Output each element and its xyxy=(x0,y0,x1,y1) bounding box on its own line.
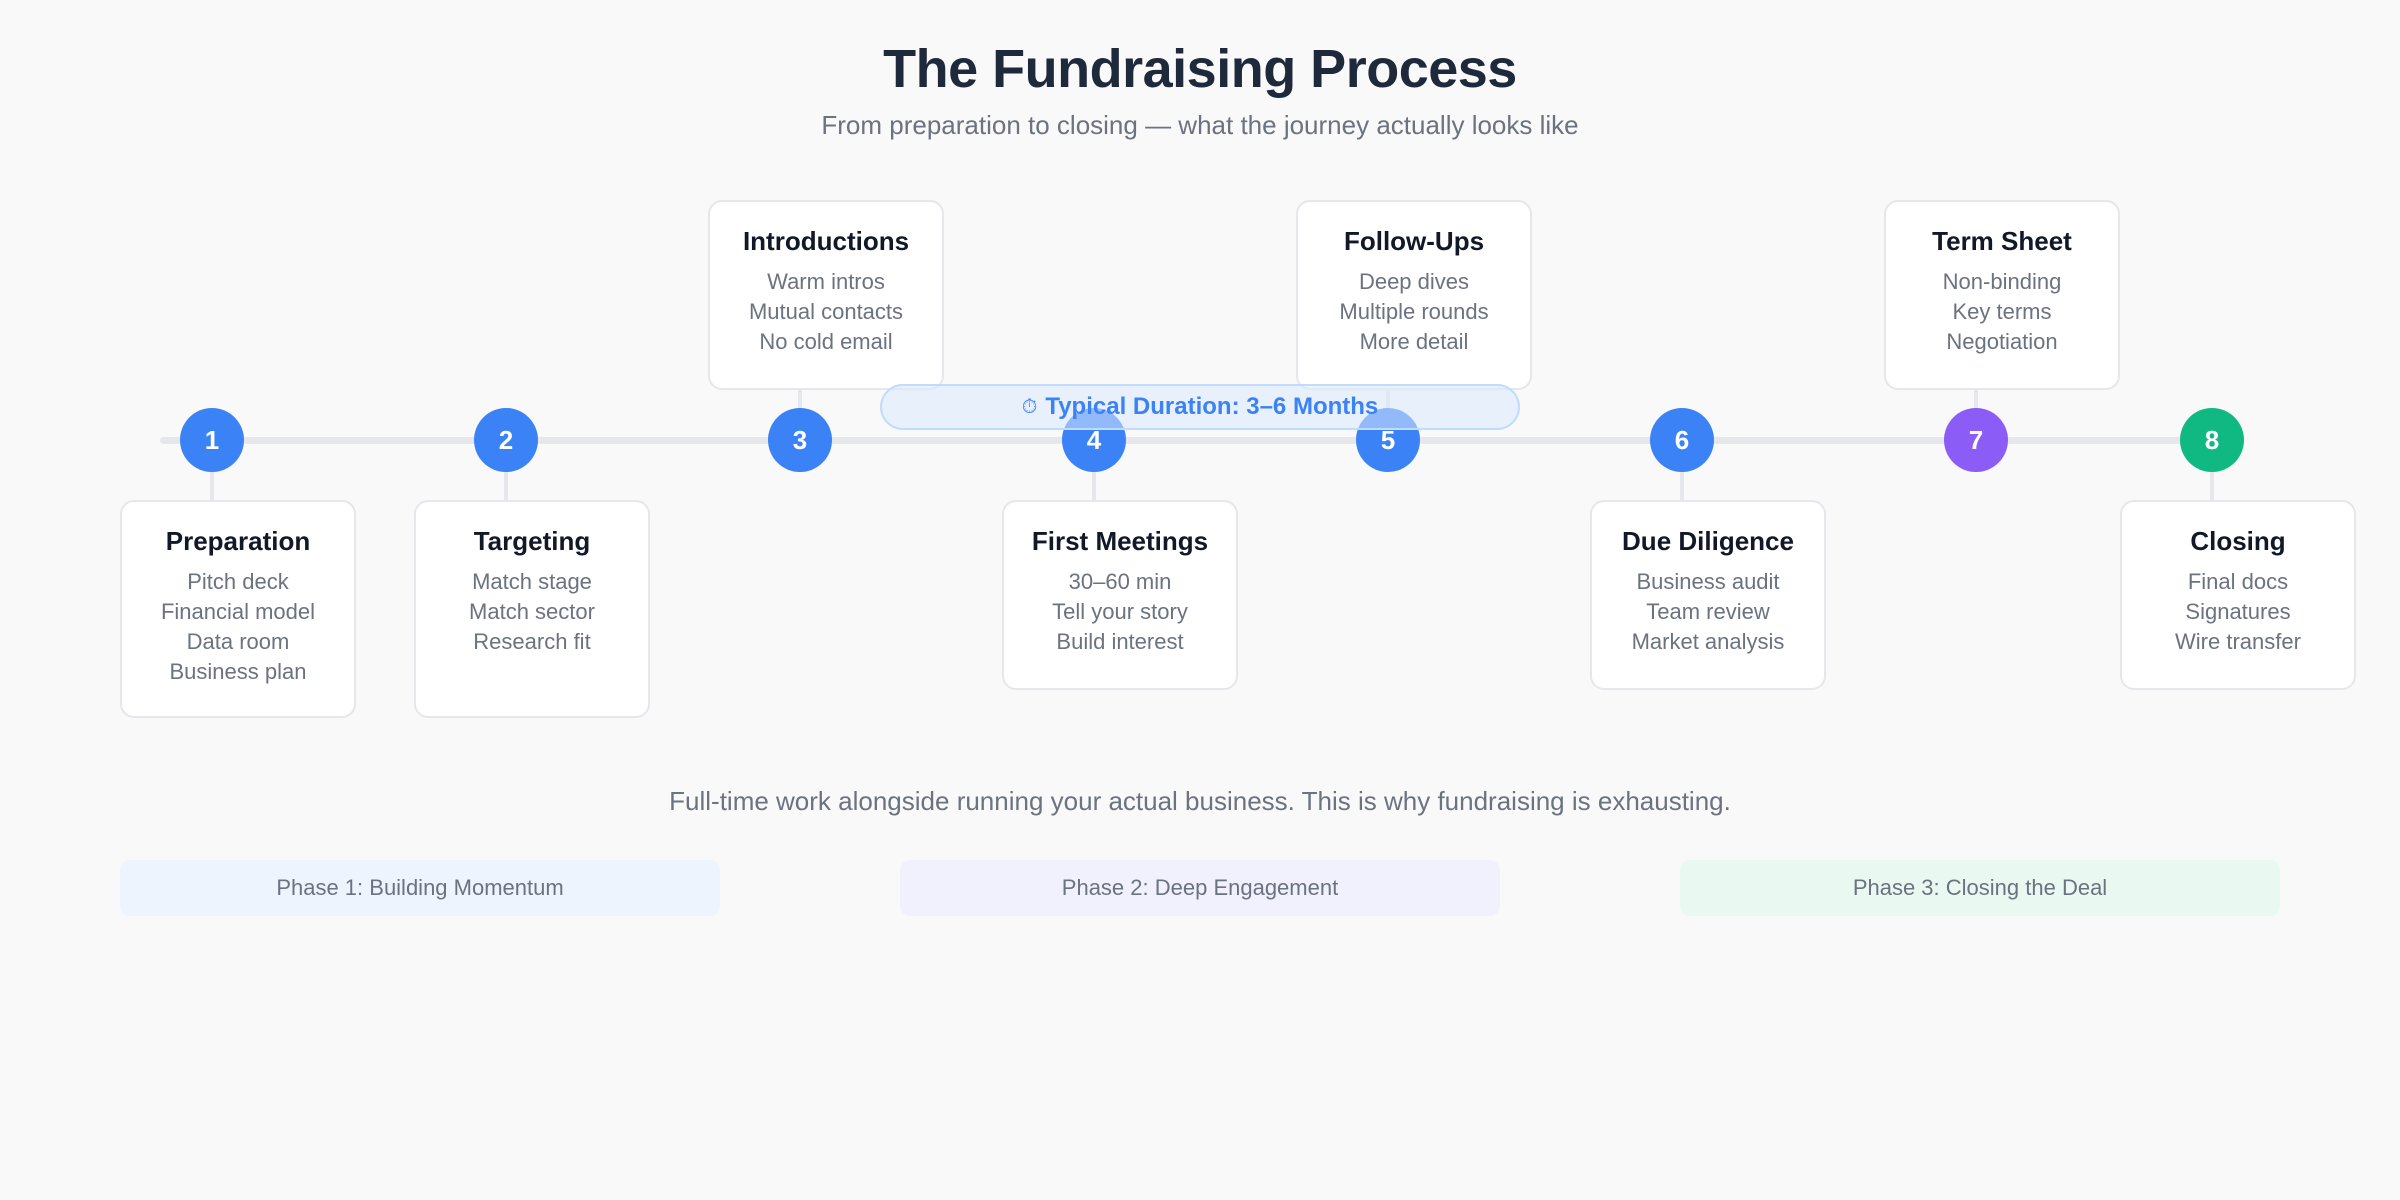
duration-badge: ⏱ Typical Duration: 3–6 Months xyxy=(880,384,1520,430)
step-title: Due Diligence xyxy=(1622,526,1794,556)
footnote: Full-time work alongside running your ac… xyxy=(669,786,1731,816)
step-detail: Pitch deck xyxy=(187,569,289,594)
step-detail: 30–60 min xyxy=(1068,569,1172,594)
step-detail: Match stage xyxy=(472,569,592,594)
step-connector xyxy=(798,390,802,408)
step-number-badge: 8 xyxy=(2180,408,2244,472)
step-detail: Wire transfer xyxy=(2175,629,2301,654)
step-detail: Business plan xyxy=(169,659,307,684)
step-connector xyxy=(504,472,508,500)
step-title: Introductions xyxy=(742,226,910,256)
step-detail: Signatures xyxy=(2185,599,2291,624)
step-title: Follow-Ups xyxy=(1343,226,1485,256)
step-title: Preparation xyxy=(165,526,311,556)
step-detail: Build interest xyxy=(1056,629,1184,654)
step-detail: Research fit xyxy=(473,629,591,654)
step-number-badge: 6 xyxy=(1650,408,1714,472)
step-detail: Team review xyxy=(1646,599,1770,624)
step-number-badge: 7 xyxy=(1944,408,2008,472)
step-connector xyxy=(210,472,214,500)
step-detail: Market analysis xyxy=(1631,629,1785,654)
step-title: First Meetings xyxy=(1031,526,1209,556)
step-detail: Non-binding xyxy=(1942,269,2062,294)
step-number-badge: 2 xyxy=(474,408,538,472)
step-detail: Deep dives xyxy=(1358,269,1470,294)
step-number-badge: 1 xyxy=(180,408,244,472)
step-detail: Mutual contacts xyxy=(748,299,904,324)
step-connector xyxy=(2210,472,2214,500)
step-detail: Multiple rounds xyxy=(1339,299,1489,324)
step-detail: Warm intros xyxy=(767,269,885,294)
page-title: The Fundraising Process xyxy=(883,39,1517,99)
page-subtitle: From preparation to closing — what the j… xyxy=(821,110,1579,140)
step-connector xyxy=(1680,472,1684,500)
step-number-badge: 3 xyxy=(768,408,832,472)
timeline-line xyxy=(160,437,2240,444)
step-connector xyxy=(1092,472,1096,500)
step-title: Closing xyxy=(2190,526,2286,556)
duration-label: Typical Duration: 3–6 Months xyxy=(1045,393,1379,420)
timer-icon: ⏱ xyxy=(1021,395,1038,418)
step-title: Term Sheet xyxy=(1932,226,2072,256)
step-detail: No cold email xyxy=(759,329,893,354)
step-title: Targeting xyxy=(473,526,591,556)
step-detail: Final docs xyxy=(2187,569,2289,594)
step-detail: Match sector xyxy=(469,599,595,624)
step-connector xyxy=(1974,390,1978,408)
step-detail: More detail xyxy=(1359,329,1469,354)
phase-label: Phase 1: Building Momentum xyxy=(120,860,720,916)
step-detail: Financial model xyxy=(160,599,316,624)
step-detail: Negotiation xyxy=(1946,329,2058,354)
step-detail: Business audit xyxy=(1636,569,1780,594)
phase-label: Phase 3: Closing the Deal xyxy=(1680,860,2280,916)
step-detail: Key terms xyxy=(1952,299,2052,324)
step-detail: Data room xyxy=(186,629,290,654)
step-detail: Tell your story xyxy=(1052,599,1188,624)
phase-label: Phase 2: Deep Engagement xyxy=(900,860,1500,916)
